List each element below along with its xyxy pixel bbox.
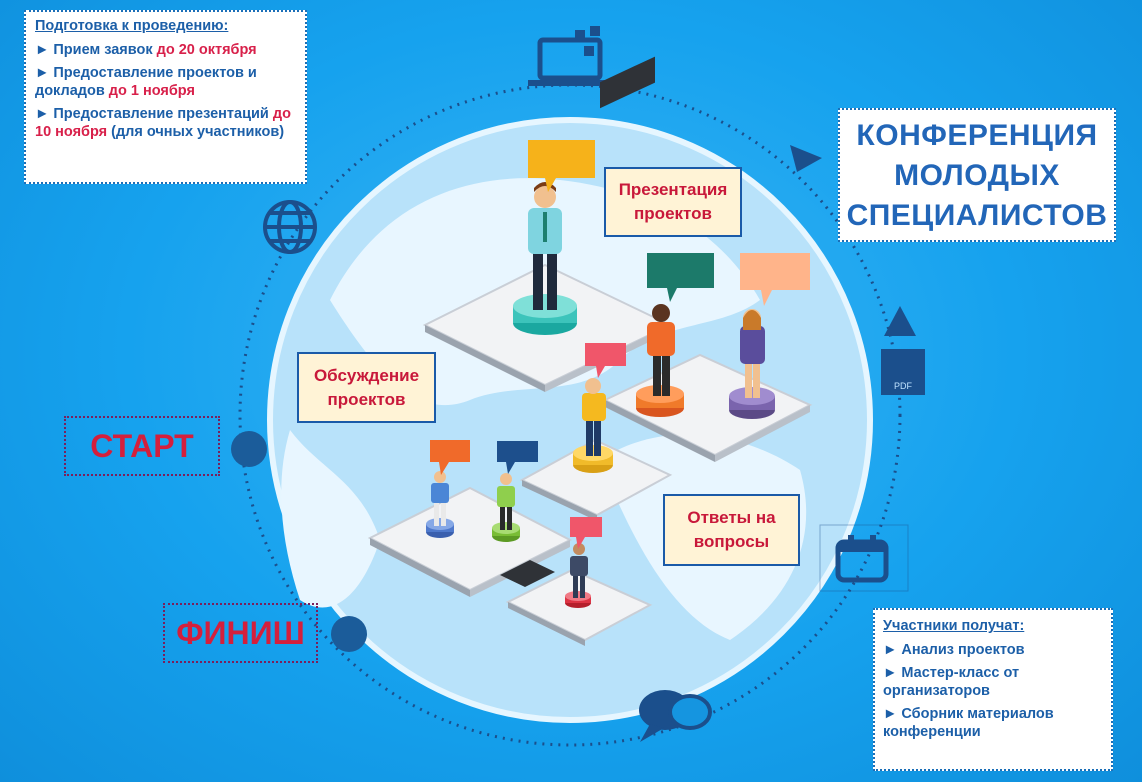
person-blue: [431, 471, 449, 526]
preparation-item-applications: ► Прием заявок до 20 октября: [35, 42, 257, 58]
chat-bubbles-icon: [639, 690, 712, 742]
stage-label-answers: Ответы на вопросы: [663, 494, 800, 566]
speech-bubbles: [430, 140, 810, 549]
results-heading: Участники получат:: [883, 618, 1025, 634]
preparation-note: Подготовка к проведению: ► Прием заявок …: [24, 10, 307, 184]
globe-icon: [263, 200, 317, 254]
results-item-analysis: ► Анализ проектов: [883, 642, 1025, 658]
person-green: [497, 473, 515, 530]
start-label: СТАРТ: [64, 416, 220, 476]
preparation-item-projects: ► Предоставление проектов и докладов до …: [35, 65, 257, 99]
finish-dot: [331, 616, 367, 652]
finish-label: ФИНИШ: [163, 603, 318, 663]
calendar-icon: [819, 524, 909, 592]
start-dot: [231, 431, 267, 467]
person-yellow: [582, 378, 606, 456]
pdf-label: PDF: [894, 381, 913, 391]
conference-title: КОНФЕРЕНЦИЯ МОЛОДЫХ СПЕЦИАЛИСТОВ: [838, 108, 1116, 242]
results-item-masterclass: ► Мастер-класс от организаторов: [883, 665, 1020, 699]
results-note: Участники получат: ► Анализ проектов ► М…: [873, 608, 1113, 771]
person-red: [570, 543, 588, 598]
title-line-1: КОНФЕРЕНЦИЯ: [856, 119, 1098, 152]
title-line-3: СПЕЦИАЛИСТОВ: [846, 199, 1108, 232]
laptop-icon: [528, 26, 612, 86]
results-item-collection: ► Сборник материалов конференции: [883, 706, 1054, 740]
person-purple: [740, 309, 765, 398]
person-orange: [647, 304, 675, 396]
orbit-path: [238, 83, 902, 747]
title-line-2: МОЛОДЫХ: [894, 159, 1060, 192]
orbit-arrow-right: [884, 306, 916, 336]
pedestals: [426, 294, 775, 608]
stage-label-presentation: Презентация проектов: [604, 167, 742, 237]
people: [431, 182, 765, 598]
preparation-heading: Подготовка к проведению:: [35, 18, 229, 34]
orbit-arrow-top: [790, 145, 822, 172]
stage-label-discussion: Обсуждение проектов: [297, 352, 436, 423]
person-presenter: [528, 182, 562, 310]
pdf-file-icon: PDF: [881, 349, 925, 395]
preparation-item-presentations: ► Предоставление презентаций до 10 ноябр…: [35, 106, 291, 140]
